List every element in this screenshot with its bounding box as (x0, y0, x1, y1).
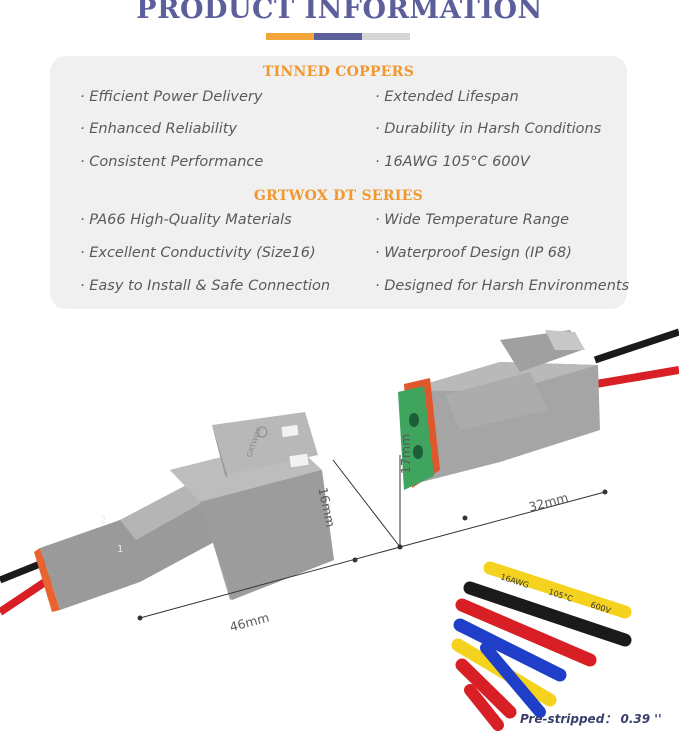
section-heading-dt-series: GRTWOX DT SERIES (253, 188, 424, 204)
pre-stripped-caption: Pre-stripped： 0.39 '' (520, 710, 662, 727)
feature-item: · Designed for Harsh Environments (375, 278, 630, 294)
pre-stripped-label: Pre-stripped： (520, 712, 617, 726)
feature-item: · Easy to Install & Safe Connection (80, 278, 331, 294)
dimension-label-17mm: 17mm (398, 433, 413, 474)
feature-item: · Extended Lifespan (375, 89, 519, 105)
title-underline-blue (314, 33, 362, 40)
feature-item: · Durability in Harsh Conditions (375, 121, 602, 137)
pin-label-2: 2 (100, 515, 106, 526)
feature-item: · Efficient Power Delivery (80, 89, 263, 105)
feature-item: · Wide Temperature Range (375, 212, 570, 228)
feature-item: · Enhanced Reliability (80, 121, 238, 137)
pin-label-1: 1 (117, 544, 123, 555)
female-connector (398, 330, 600, 490)
title-underline-gray (362, 33, 410, 40)
feature-item: · Consistent Performance (80, 154, 264, 170)
connector-product-photo: GRTWOX 2 1 (0, 328, 679, 731)
title-underline-orange (266, 33, 314, 40)
page-title: PRODUCT INFORMATION (136, 0, 543, 25)
section-heading-tinned-coppers: TINNED COPPERS (262, 64, 415, 80)
female-connector-wires (589, 328, 679, 389)
feature-item: · PA66 High-Quality Materials (80, 212, 292, 228)
stripped-wires-inset: 16AWG 105°C 600V (442, 530, 678, 731)
product-info-panel: TINNED COPPERS · Efficient Power Deliver… (50, 56, 630, 309)
feature-item: · 16AWG 105°C 600V (375, 154, 530, 170)
feature-item: · Waterproof Design (IP 68) (375, 245, 572, 261)
feature-item: · Excellent Conductivity (Size16) (80, 245, 316, 261)
dimension-lines (137, 455, 608, 621)
pre-stripped-value: 0.39 '' (620, 712, 662, 726)
male-connector: GRTWOX 2 1 (34, 412, 334, 612)
